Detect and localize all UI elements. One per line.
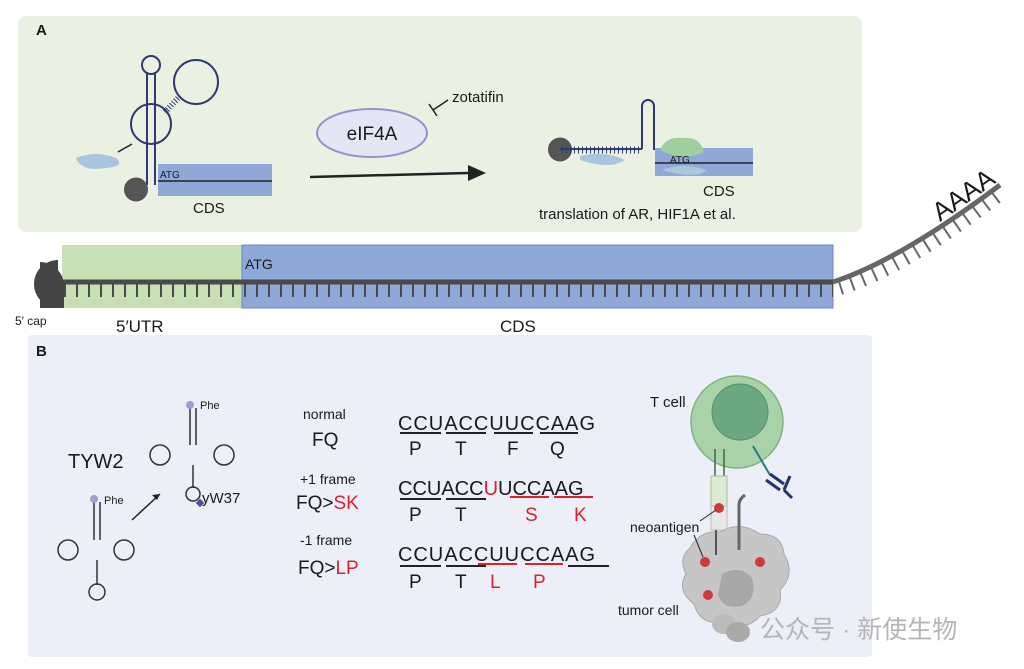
yw37-modification-icon xyxy=(195,498,205,508)
cds-label: CDS xyxy=(500,317,536,336)
receptor xyxy=(752,445,771,476)
left-atg-label: ATG xyxy=(160,170,180,181)
frame-result: FQ>LP xyxy=(298,558,359,579)
arrowhead-icon xyxy=(152,494,160,500)
neoantigen-label: neoantigen xyxy=(630,519,699,535)
panel-a-background xyxy=(18,16,862,232)
codon-sequence: CCUACCUUCCAAG xyxy=(398,544,595,566)
tumor-cell xyxy=(681,493,790,627)
cds-region xyxy=(241,244,834,309)
utr-region xyxy=(62,245,242,308)
frame-row-normal: normal FQ CCUACCUUCCAAG P T F Q xyxy=(303,406,595,460)
codon-sequence: CCUACCUUCCAAG xyxy=(398,413,595,435)
left-cds-label: CDS xyxy=(193,200,225,217)
structured-utr-mrna: ATG CDS xyxy=(76,55,272,217)
antibody-icon xyxy=(765,472,794,500)
yw37-label: yW37 xyxy=(202,490,240,507)
amino-acid: P xyxy=(409,439,422,460)
atg-label: ATG xyxy=(245,256,273,272)
amino-acid: F xyxy=(507,439,519,460)
eif4a-ellipse xyxy=(316,108,428,158)
frame-label: +1 frame xyxy=(300,471,356,487)
cap-shape xyxy=(40,262,64,308)
tumor-cell-label: tumor cell xyxy=(618,602,679,618)
amino-acid: L xyxy=(490,572,501,593)
arrow-icon xyxy=(309,165,486,181)
t-cell-label: T cell xyxy=(650,394,686,411)
polya-label: AAAA xyxy=(926,162,1001,227)
phe-label-2: Phe xyxy=(200,400,220,412)
right-atg-label: ATG xyxy=(670,155,690,166)
translation-outcome-label: translation of AR, HIF1A et al. xyxy=(539,206,736,223)
t-cell xyxy=(690,375,784,531)
polya-tail xyxy=(832,182,1002,285)
amino-acid: P xyxy=(409,572,422,593)
phe-dot xyxy=(90,495,98,503)
inhibition-icon xyxy=(428,99,449,117)
tyw2-label: TYW2 xyxy=(68,451,124,473)
amino-acid: S xyxy=(525,505,538,526)
amino-acid: K xyxy=(574,505,587,526)
frame-label: normal xyxy=(303,406,346,422)
watermark: 公众号 · 新使生物 xyxy=(760,616,957,644)
frame-row-plus1: +1 frame FQ>SK CCUACCUUCCAAG P T S K xyxy=(296,471,593,526)
amino-acid: P xyxy=(409,505,422,526)
utr-label: 5′UTR xyxy=(116,317,164,336)
cap-label: 5′ cap xyxy=(15,314,47,328)
right-cds-label: CDS xyxy=(703,183,735,200)
amino-acid: Q xyxy=(550,439,565,460)
amino-acid: P xyxy=(533,572,546,593)
frame-result: FQ>SK xyxy=(296,493,359,514)
frame-row-minus1: -1 frame FQ>LP CCUACCUUCCAAG P T L P xyxy=(298,532,609,593)
trna-unmodified xyxy=(57,502,135,601)
amino-acid: T xyxy=(455,505,467,526)
amino-acid: T xyxy=(455,572,467,593)
panel-b-background xyxy=(28,335,872,657)
unwound-mrna: ATG CDS translation of AR, HIF1A et al. xyxy=(539,99,753,223)
panel-b-label: B xyxy=(36,343,47,360)
frame-result: FQ xyxy=(312,430,338,451)
wechat-icon xyxy=(712,614,750,642)
conversion-arrow-icon xyxy=(131,493,161,521)
trna-modified xyxy=(149,408,235,502)
zotatifin-label: zotatifin xyxy=(452,89,504,106)
codon-sequence: CCUACCUUCCAAG xyxy=(398,478,584,500)
eif4a-label: eIF4A xyxy=(347,124,398,145)
amino-acid: T xyxy=(455,439,467,460)
phe-label-1: Phe xyxy=(104,495,124,507)
panel-a-label: A xyxy=(36,22,47,39)
frame-label: -1 frame xyxy=(300,532,352,548)
phe-dot xyxy=(186,401,194,409)
